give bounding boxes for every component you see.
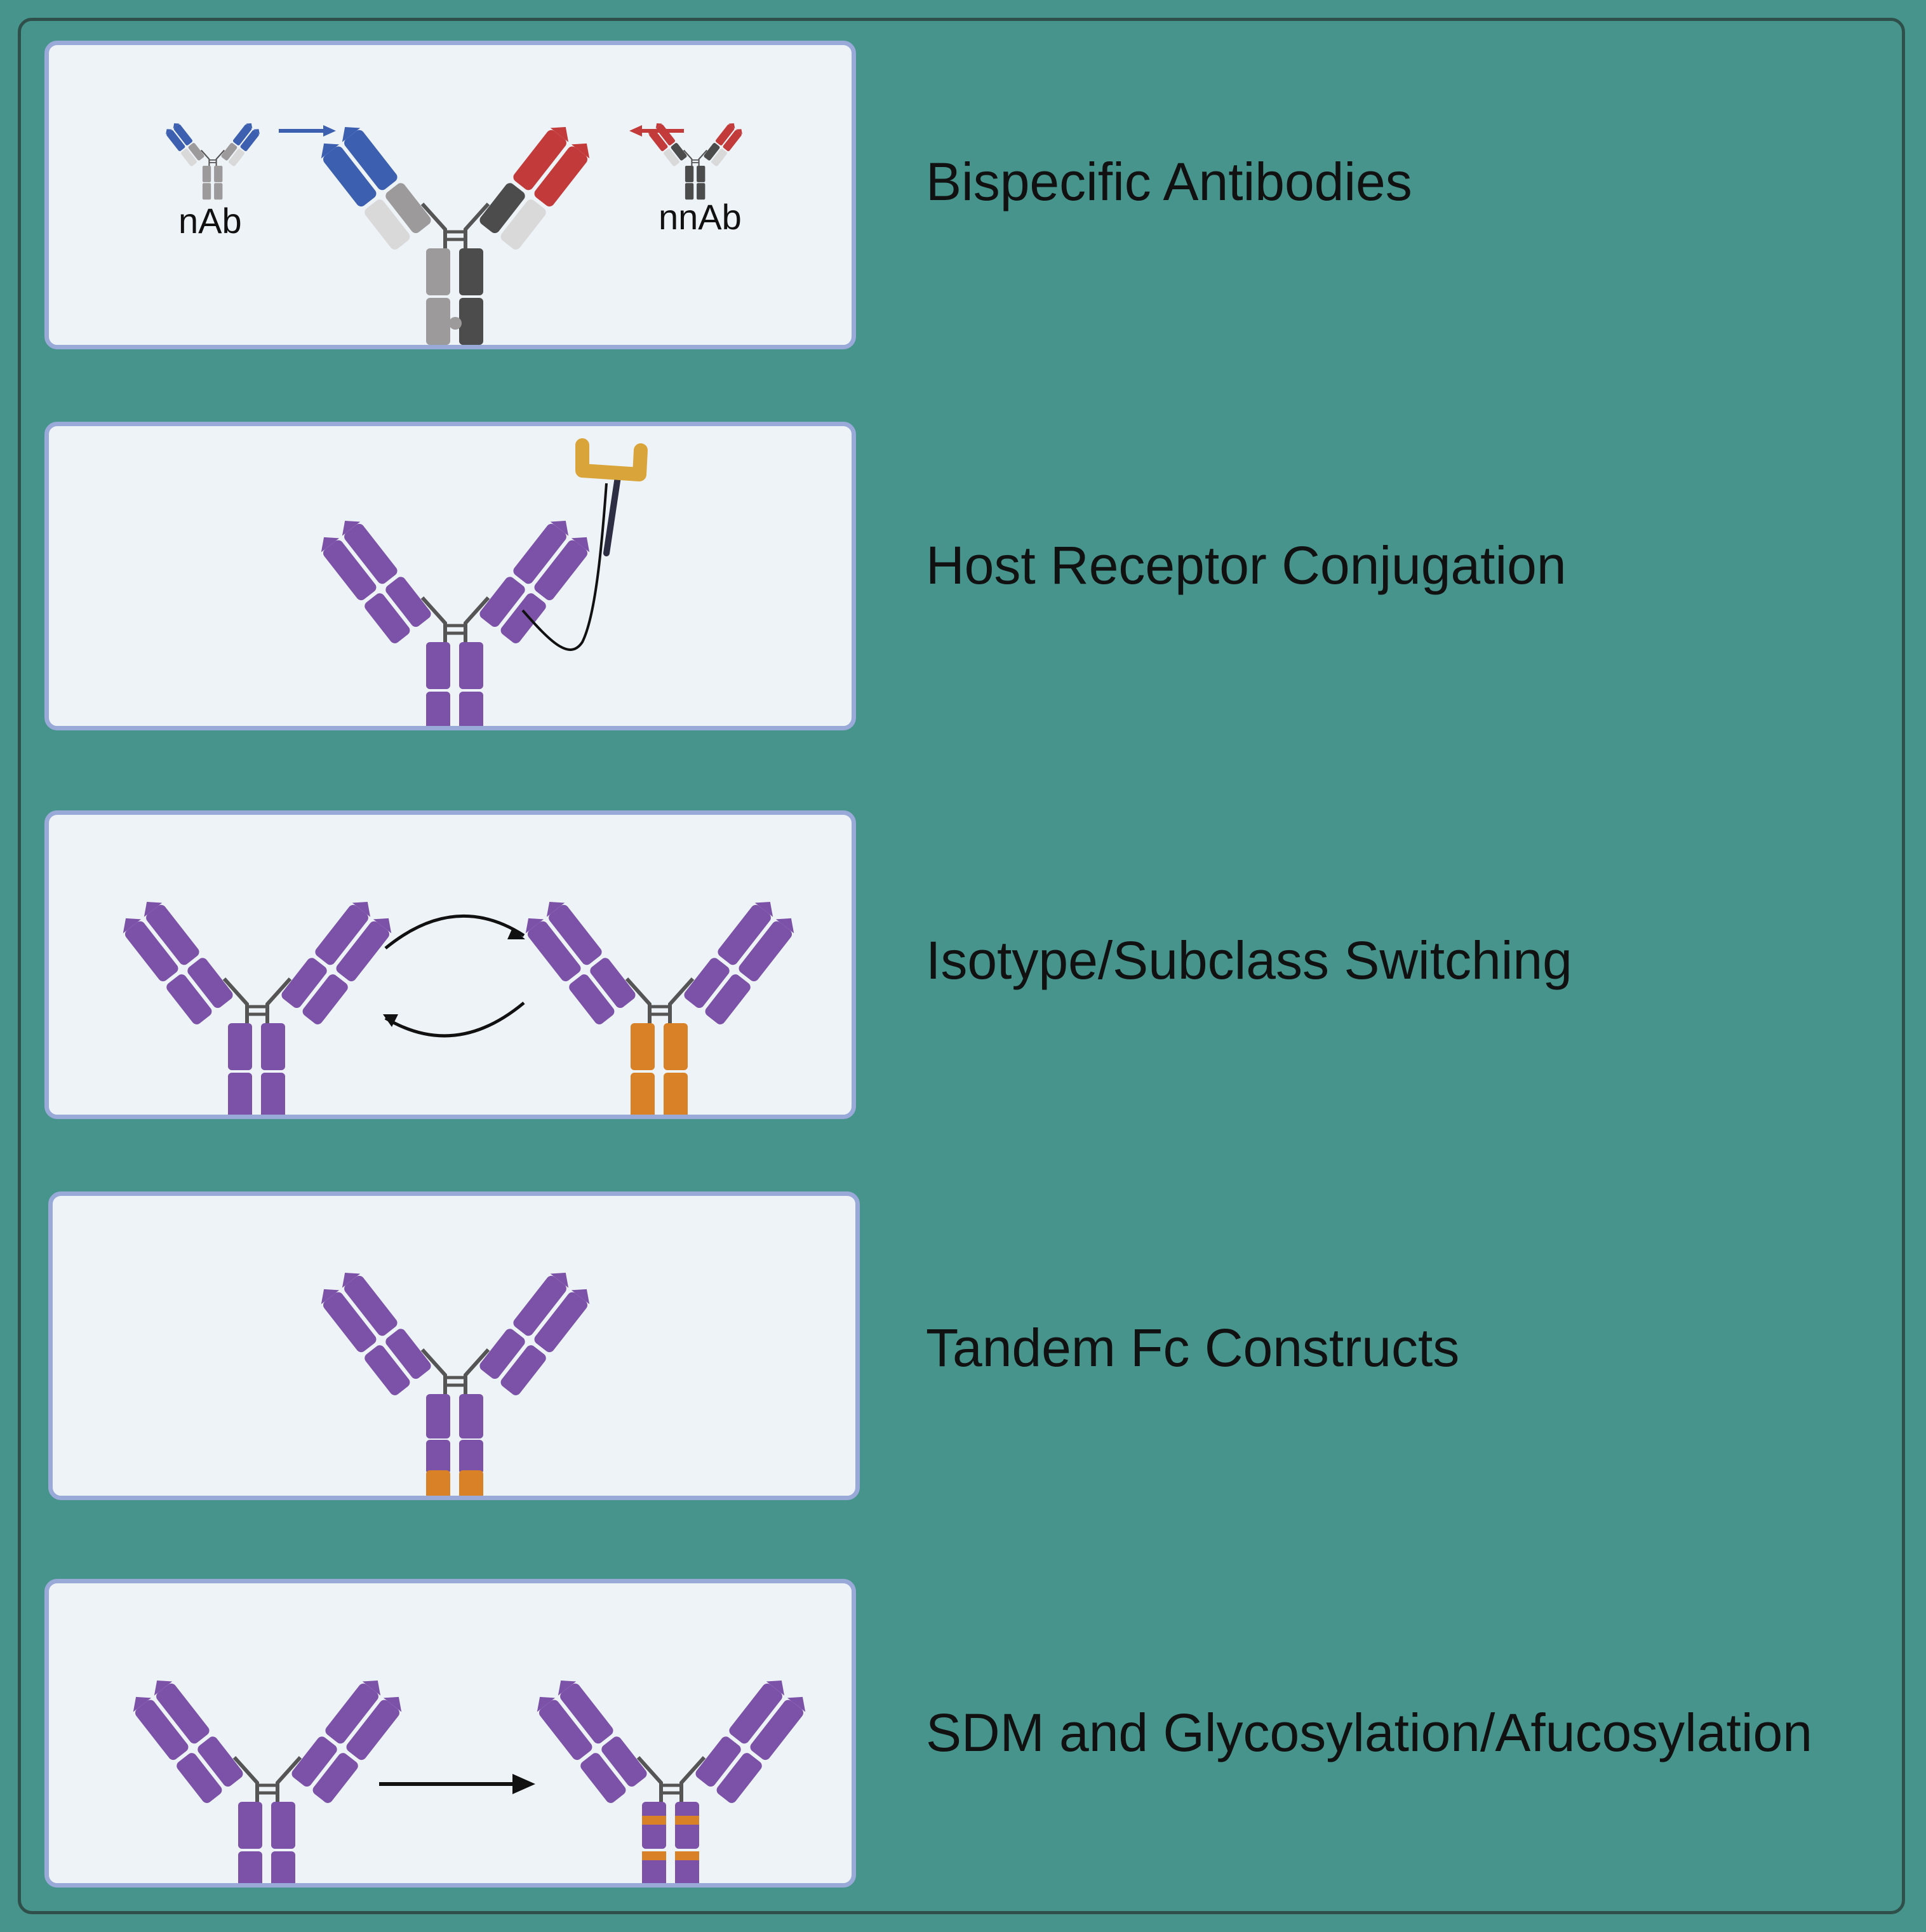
arrowhead-top: [507, 928, 525, 939]
arrow-right-blue: [279, 125, 336, 137]
nnab-small-antibody: [646, 121, 745, 199]
bispecific-illustration: nAb nnAb: [49, 45, 856, 349]
row-title-tandem-fc: Tandem Fc Constructs: [926, 1318, 1460, 1378]
linker-rod: [603, 474, 621, 556]
cycle-arrow-bottom: [384, 1002, 525, 1038]
host-receptor-illustration: [49, 438, 648, 730]
linker-tether: [521, 483, 608, 651]
arrowhead-bottom: [383, 1014, 398, 1027]
row-title-sdm: SDM and Glycosylation/Afucosylation: [926, 1703, 1812, 1762]
isotype-illustration: [49, 815, 856, 1119]
panel-sdm: [44, 1579, 856, 1888]
purple-antibody-left: [117, 895, 398, 1119]
panel-bispecific: nAb nnAb: [44, 41, 856, 349]
panel-host-receptor: [44, 422, 856, 730]
glyco-modified-antibody: [531, 1674, 812, 1888]
nab-small-antibody: [164, 121, 262, 199]
row-title-host-receptor: Host Receptor Conjugation: [926, 535, 1567, 595]
host-receptor-icon: [575, 438, 648, 481]
row-title-isotype: Isotype/Subclass Switching: [926, 930, 1572, 990]
sdm-illustration: [49, 1583, 856, 1888]
tandem-fc-illustration: [53, 1196, 860, 1500]
panel-tandem-fc: [48, 1191, 860, 1500]
purple-antibody-before: [127, 1674, 408, 1888]
panel-isotype: [44, 810, 856, 1119]
nab-label: nAb: [178, 201, 242, 241]
orange-fc-antibody: [519, 895, 800, 1119]
nnab-label: nnAb: [659, 197, 742, 237]
cycle-arrow-top: [384, 914, 525, 949]
purple-antibody: [315, 514, 596, 730]
bispecific-antibody: [315, 120, 596, 345]
arrow-right-black: [379, 1774, 535, 1794]
tandem-fc-antibody: [315, 1266, 596, 1500]
diagram-frame: [18, 18, 1905, 1914]
row-title-bispecific: Bispecific Antibodies: [926, 152, 1412, 211]
